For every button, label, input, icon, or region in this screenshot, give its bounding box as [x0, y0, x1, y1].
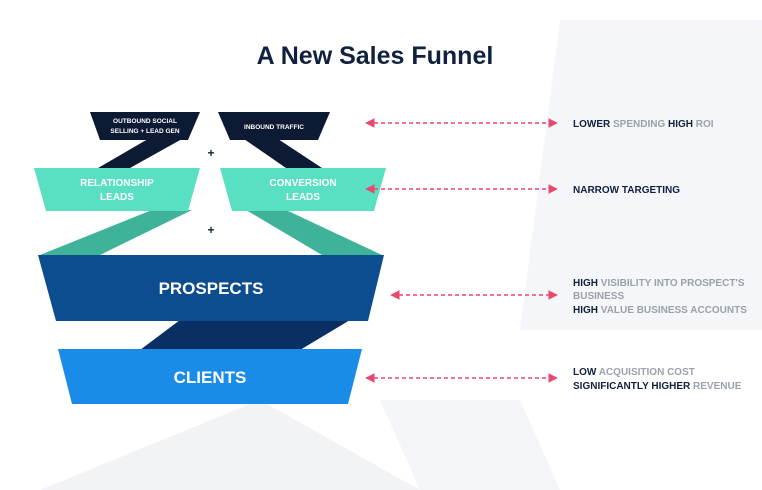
- background-decoration: [40, 20, 762, 490]
- lead-relationship-label-1: RELATIONSHIP: [80, 178, 154, 189]
- source-outbound-label-1: OUTBOUND SOCIAL: [113, 118, 177, 125]
- clients-label: CLIENTS: [174, 368, 247, 387]
- benefit-row-1: LOWER SPENDING HIGH ROI: [573, 119, 714, 130]
- prospects-label: PROSPECTS: [159, 279, 264, 298]
- lead-conversion-label-2: LEADS: [286, 192, 320, 203]
- plus-sign-top: +: [207, 146, 214, 160]
- connector-prospects-clients: [140, 320, 350, 350]
- lead-conversion-label-1: CONVERSION: [269, 178, 336, 189]
- prospects-shape: [38, 255, 384, 321]
- benefit-row-2: NARROW TARGETING: [573, 185, 680, 196]
- benefit-row-3-line-2: BUSINESS: [573, 291, 624, 302]
- connector-conversion: [246, 210, 382, 255]
- connector-outbound: [98, 139, 182, 168]
- source-inbound-label: INBOUND TRAFFIC: [244, 124, 304, 131]
- benefit-row-4-line-1: LOW ACQUISITION COST: [573, 367, 695, 378]
- benefit-row-3-line-3: HIGH VALUE BUSINESS ACCOUNTS: [573, 305, 747, 316]
- benefit-row-4-line-2: SIGNIFICANTLY HIGHER REVENUE: [573, 381, 742, 392]
- connector-inbound: [244, 139, 322, 168]
- page-title: A New Sales Funnel: [257, 42, 494, 70]
- source-inbound-shape: [218, 112, 330, 140]
- benefit-row-3-line-1: HIGH VISIBILITY INTO PROSPECT'S: [573, 278, 745, 289]
- lead-relationship-label-2: LEADS: [100, 192, 134, 203]
- connector-relationship: [40, 210, 192, 255]
- clients-shape: [58, 349, 362, 404]
- plus-sign-middle: +: [207, 223, 214, 237]
- lead-relationship-shape: [34, 168, 200, 211]
- source-outbound-label-2: SELLING + LEAD GEN: [110, 128, 179, 135]
- lead-conversion-shape: [220, 168, 386, 211]
- source-outbound-shape: [90, 112, 200, 140]
